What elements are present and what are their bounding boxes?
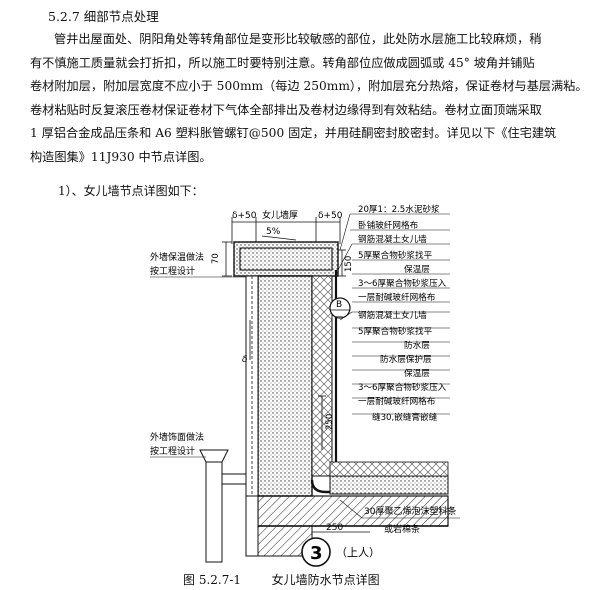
leader-lines	[337, 213, 450, 415]
layer-label: 一层耐碱玻纤网格布	[358, 395, 436, 407]
right-label-group: 20厚1：2.5水泥砂浆 卧铺玻纤网格布 钢筋混凝土女儿墙 5厚聚合物砂浆找平 …	[358, 203, 447, 423]
dim-coping-height: 70	[211, 253, 221, 264]
parapet-coping	[233, 241, 339, 277]
lower-wall	[245, 495, 259, 557]
layer-label: 3～6厚聚合物砂浆压入	[358, 381, 447, 393]
figure-caption: 图 5.2.7-1 女儿墙防水节点详图	[183, 571, 380, 588]
layer-label: 钢筋混凝土女儿墙	[358, 233, 427, 245]
layer-label: 钢筋混凝土女儿墙	[358, 309, 427, 321]
right-insulation	[310, 270, 440, 494]
subsection-title: 1）、女儿墙节点详图如下：	[58, 184, 204, 198]
left-note: 按工程设计	[150, 445, 195, 457]
left-note-group: 外墙保温做法 按工程设计 外墙饰面做法 按工程设计	[150, 251, 246, 458]
layer-label: 保温层	[404, 263, 430, 275]
dim-250-horizontal-line	[311, 526, 370, 538]
left-note: 按工程设计	[150, 265, 195, 277]
drain-pipe	[199, 449, 246, 563]
layer-label: 缝30,嵌缝膏嵌缝	[372, 411, 438, 423]
left-dims	[222, 241, 251, 360]
detail-note: （上人）	[336, 546, 380, 559]
body-paragraph: 管井出屋面处、阴阳角处等转角部位是变形比较敏感的部位，此处防水层施工比较麻烦，稍…	[30, 28, 588, 169]
layer-label: 20厚1：2.5水泥砂浆	[358, 203, 440, 215]
dim-slope: 5%	[266, 227, 281, 237]
layer-label: 5厚聚合物砂浆找平	[358, 249, 433, 261]
dim-250-vertical-line	[318, 395, 326, 450]
layer-label: 卧铺玻纤网格布	[358, 219, 419, 231]
dim-150: 150	[344, 256, 354, 272]
dim-250-vertical: 250	[325, 414, 335, 430]
figure-title: 女儿墙防水节点详图	[271, 573, 380, 587]
detail-number: 3	[310, 543, 323, 564]
top-dimension	[231, 217, 341, 244]
layer-label: 防水层保护层	[380, 353, 432, 365]
left-note: 外墙保温做法	[150, 251, 204, 263]
callout-b-label: B	[336, 300, 342, 310]
layer-label: 防水层	[404, 339, 430, 351]
paragraph-line: 卷材粘贴时反复滚压卷材保证卷材下气体全部排出及卷材边缘得到有效粘结。卷材立面顶端…	[30, 102, 542, 117]
dim-wall-thickness: 女儿墙厚	[262, 209, 298, 221]
dim-250-horizontal: 250	[326, 523, 343, 533]
layer-label: 5厚聚合物砂浆找平	[358, 325, 433, 337]
paragraph-line: 管井出屋面处、阴阳角处等转角部位是变形比较敏感的部位，此处防水层施工比较麻烦，稍	[54, 32, 542, 46]
layer-label: 3～6厚聚合物砂浆压入	[358, 277, 447, 289]
parapet-detail-drawing: δ+50 女儿墙厚 δ+50 5% 70	[150, 203, 460, 567]
dim-left-offset: δ+50	[232, 211, 257, 221]
dim-delta: δ	[242, 355, 248, 365]
paragraph-line: 卷材附加层，附加层宽度不应小于 500mm（每边 250mm），附加层充分热熔，…	[30, 79, 588, 93]
dim-right-offset: δ+50	[318, 211, 343, 221]
paragraph-line: 1 厚铝合金成品压条和 A6 塑料胀管螺钉@500 固定，并用硅酮密封胶密封。详…	[30, 126, 557, 140]
paragraph-line: 构造图集》11J930 中节点详图。	[30, 149, 212, 164]
paragraph-line: 有不慎施工质量就会打折扣，所以施工时要特别注意。转角部位应做成圆弧或 45° 坡…	[30, 55, 535, 70]
bottom-note: 或岩棉条	[384, 523, 420, 535]
layer-label: 一层耐碱玻纤网格布	[358, 291, 436, 303]
bottom-note-group: 30厚聚乙烯泡沫塑料条 或岩棉条	[339, 499, 460, 535]
left-note: 外墙饰面做法	[150, 431, 204, 443]
layer-label: 保温层	[404, 367, 430, 379]
detail-marker: 3 （上人）	[301, 537, 380, 567]
figure-number: 图 5.2.7-1	[183, 573, 242, 587]
callout-b-sub: —	[336, 312, 343, 320]
section-title: 5.2.7 细部节点处理	[48, 9, 159, 24]
bottom-note: 30厚聚乙烯泡沫塑料条	[364, 505, 456, 517]
callout-b: B —	[329, 297, 351, 320]
parapet-wall	[245, 275, 313, 497]
